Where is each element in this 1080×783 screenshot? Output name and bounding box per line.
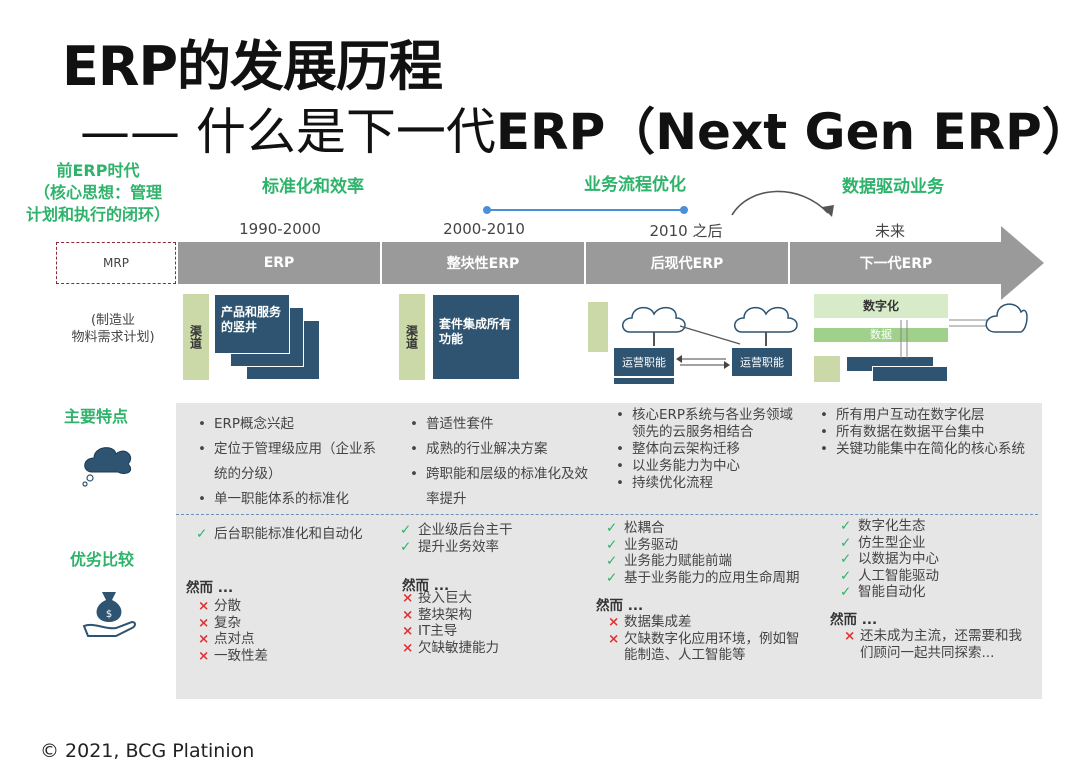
pros-next-gen: 数字化生态 仿生型企业 以数据为中心 人工智能驱动 智能自动化 — [840, 518, 1030, 601]
copyright-footer: © 2021, BCG Platinion — [40, 740, 255, 762]
list-item: 持续优化流程 — [614, 475, 794, 492]
pros-erp: 后台职能标准化和自动化 — [196, 526, 386, 543]
cons-erp: 分散 复杂 点对点 一致性差 — [196, 598, 376, 664]
pre-era-line1: 前ERP时代 — [56, 161, 140, 180]
list-item: 核心ERP系统与各业务领域领先的云服务相结合 — [614, 407, 794, 441]
diagram-postmodern-channel — [588, 302, 608, 352]
era-process-optimization: 业务流程优化 — [584, 175, 686, 195]
list-item: 提升业务效率 — [400, 539, 590, 556]
timeline-next-gen-erp: 下一代ERP — [790, 242, 1002, 284]
list-item: 跨职能和层级的标准化及效率提升 — [408, 462, 588, 512]
list-item: 数据集成差 — [606, 614, 812, 631]
cons-next-gen: 还未成为主流，还需要和我们顾问一起共同探索... — [842, 628, 1022, 661]
however-next-gen: 然而 ... — [830, 612, 878, 628]
list-item: ERP概念兴起 — [196, 412, 376, 437]
era-standardization: 标准化和效率 — [262, 177, 364, 197]
list-item: 分散 — [196, 598, 376, 615]
list-item: IT主导 — [400, 623, 580, 640]
list-item: 复杂 — [196, 615, 376, 632]
features-monolithic: 普适性套件 成熟的行业解决方案 跨职能和层级的标准化及效率提升 — [408, 412, 588, 512]
list-item: 普适性套件 — [408, 412, 588, 437]
year-2000-2010: 2000-2010 — [443, 220, 525, 238]
list-item: 成熟的行业解决方案 — [408, 437, 588, 462]
list-item: 单一职能体系的标准化 — [196, 487, 376, 512]
money-bag-hand-icon: $ — [82, 592, 136, 637]
cons-monolithic: 投入巨大 整块架构 IT主导 欠缺敏捷能力 — [400, 590, 580, 656]
pros-monolithic: 企业级后台主干 提升业务效率 — [400, 522, 590, 555]
list-item: 以业务能力为中心 — [614, 458, 794, 475]
list-item: 整体向云架构迁移 — [614, 441, 794, 458]
timeline-postmodern-erp: 后现代ERP — [586, 242, 790, 284]
diagram-core-system-back — [872, 366, 948, 382]
pre-era-line2: （核心思想：管理 — [33, 183, 162, 202]
diagram-erp-channel: 渠道 — [183, 294, 209, 380]
diagram-nextgen-channel — [814, 356, 840, 382]
diagram-data-layer: 数据 — [814, 328, 948, 342]
list-item: 还未成为主流，还需要和我们顾问一起共同探索... — [842, 628, 1022, 661]
however-erp: 然而 ... — [186, 580, 234, 596]
pre-era-line3: 计划和执行的闭环） — [25, 205, 170, 224]
bidirectional-arrow-icon — [676, 355, 730, 369]
subtitle-prefix: —— 什么是下一代 — [80, 103, 496, 161]
list-item: 投入巨大 — [400, 590, 580, 607]
mrp-desc-line1: (制造业 — [90, 313, 136, 328]
diagram-ops-base — [614, 378, 674, 384]
era-connector — [483, 190, 834, 217]
page-title: ERP的发展历程 — [62, 35, 443, 98]
diagram-erp-silo-front: 产品和服务的竖井 — [214, 294, 290, 354]
list-item: 以数据为中心 — [840, 551, 1030, 568]
diagram-ops-box-right: 运营职能 — [732, 348, 792, 376]
diagram-digital-layer: 数字化 — [814, 294, 948, 318]
pros-postmodern: 松耦合 业务驱动 业务能力赋能前端 基于业务能力的应用生命周期 — [606, 520, 816, 586]
timeline-mrp: MRP — [56, 242, 176, 284]
list-item: 松耦合 — [606, 520, 816, 537]
mrp-description: (制造业 物料需求计划) — [48, 312, 178, 346]
list-item: 业务能力赋能前端 — [606, 553, 816, 570]
list-item: 基于业务能力的应用生命周期 — [606, 570, 816, 587]
diagram-suite-channel: 渠道 — [399, 294, 425, 380]
list-item: 所有用户互动在数字化层 — [818, 407, 1038, 424]
diagram-suite-box: 套件集成所有功能 — [432, 294, 520, 380]
list-item: 数字化生态 — [840, 518, 1030, 535]
list-item: 后台职能标准化和自动化 — [196, 526, 386, 543]
list-item: 企业级后台主干 — [400, 522, 590, 539]
svg-text:$: $ — [106, 609, 112, 620]
list-item: 一致性差 — [196, 648, 376, 665]
timeline-monolithic-erp: 整块性ERP — [382, 242, 586, 284]
list-item: 定位于管理级应用（企业系统的分级） — [196, 437, 376, 487]
year-future: 未来 — [874, 222, 905, 240]
label-pros-cons: 优劣比较 — [70, 550, 135, 569]
list-item: 业务驱动 — [606, 537, 816, 554]
list-item: 整块架构 — [400, 607, 580, 624]
year-1990-2000: 1990-2000 — [239, 220, 321, 238]
diagram-ops-box-left: 运营职能 — [614, 348, 674, 376]
year-2010-after: 2010 之后 — [649, 222, 723, 240]
label-key-features: 主要特点 — [64, 407, 129, 426]
cloud-icon — [900, 303, 1028, 358]
mrp-desc-line2: 物料需求计划) — [71, 330, 155, 345]
subtitle-bold: ERP（Next Gen ERP） — [495, 103, 1080, 161]
list-item: 所有数据在数据平台集中 — [818, 424, 1038, 441]
list-item: 人工智能驱动 — [840, 568, 1030, 585]
however-postmodern: 然而 ... — [596, 598, 644, 614]
timeline-arrowhead — [1001, 226, 1044, 300]
features-postmodern: 核心ERP系统与各业务领域领先的云服务相结合 整体向云架构迁移 以业务能力为中心… — [614, 407, 794, 492]
comparison-divider — [176, 514, 1038, 515]
list-item: 欠缺数字化应用环境，例如智能制造、人工智能等 — [606, 631, 812, 664]
era-data-driven: 数据驱动业务 — [842, 177, 944, 197]
features-next-gen: 所有用户互动在数字化层 所有数据在数据平台集中 关键功能集中在简化的核心系统 — [818, 407, 1038, 458]
cons-postmodern: 数据集成差 欠缺数字化应用环境，例如智能制造、人工智能等 — [606, 614, 812, 664]
timeline-erp: ERP — [178, 242, 382, 284]
list-item: 欠缺敏捷能力 — [400, 640, 580, 657]
features-erp: ERP概念兴起 定位于管理级应用（企业系统的分级） 单一职能体系的标准化 — [196, 412, 376, 512]
list-item: 智能自动化 — [840, 584, 1030, 601]
cloud-icon — [622, 306, 798, 346]
list-item: 点对点 — [196, 631, 376, 648]
page-subtitle: —— 什么是下一代ERP（Next Gen ERP） — [80, 92, 1080, 164]
list-item: 关键功能集中在简化的核心系统 — [818, 441, 1038, 458]
list-item: 仿生型企业 — [840, 535, 1030, 552]
pre-erp-era-label: 前ERP时代 （核心思想：管理 计划和执行的闭环） — [8, 160, 188, 226]
thought-cloud-icon — [82, 447, 132, 487]
